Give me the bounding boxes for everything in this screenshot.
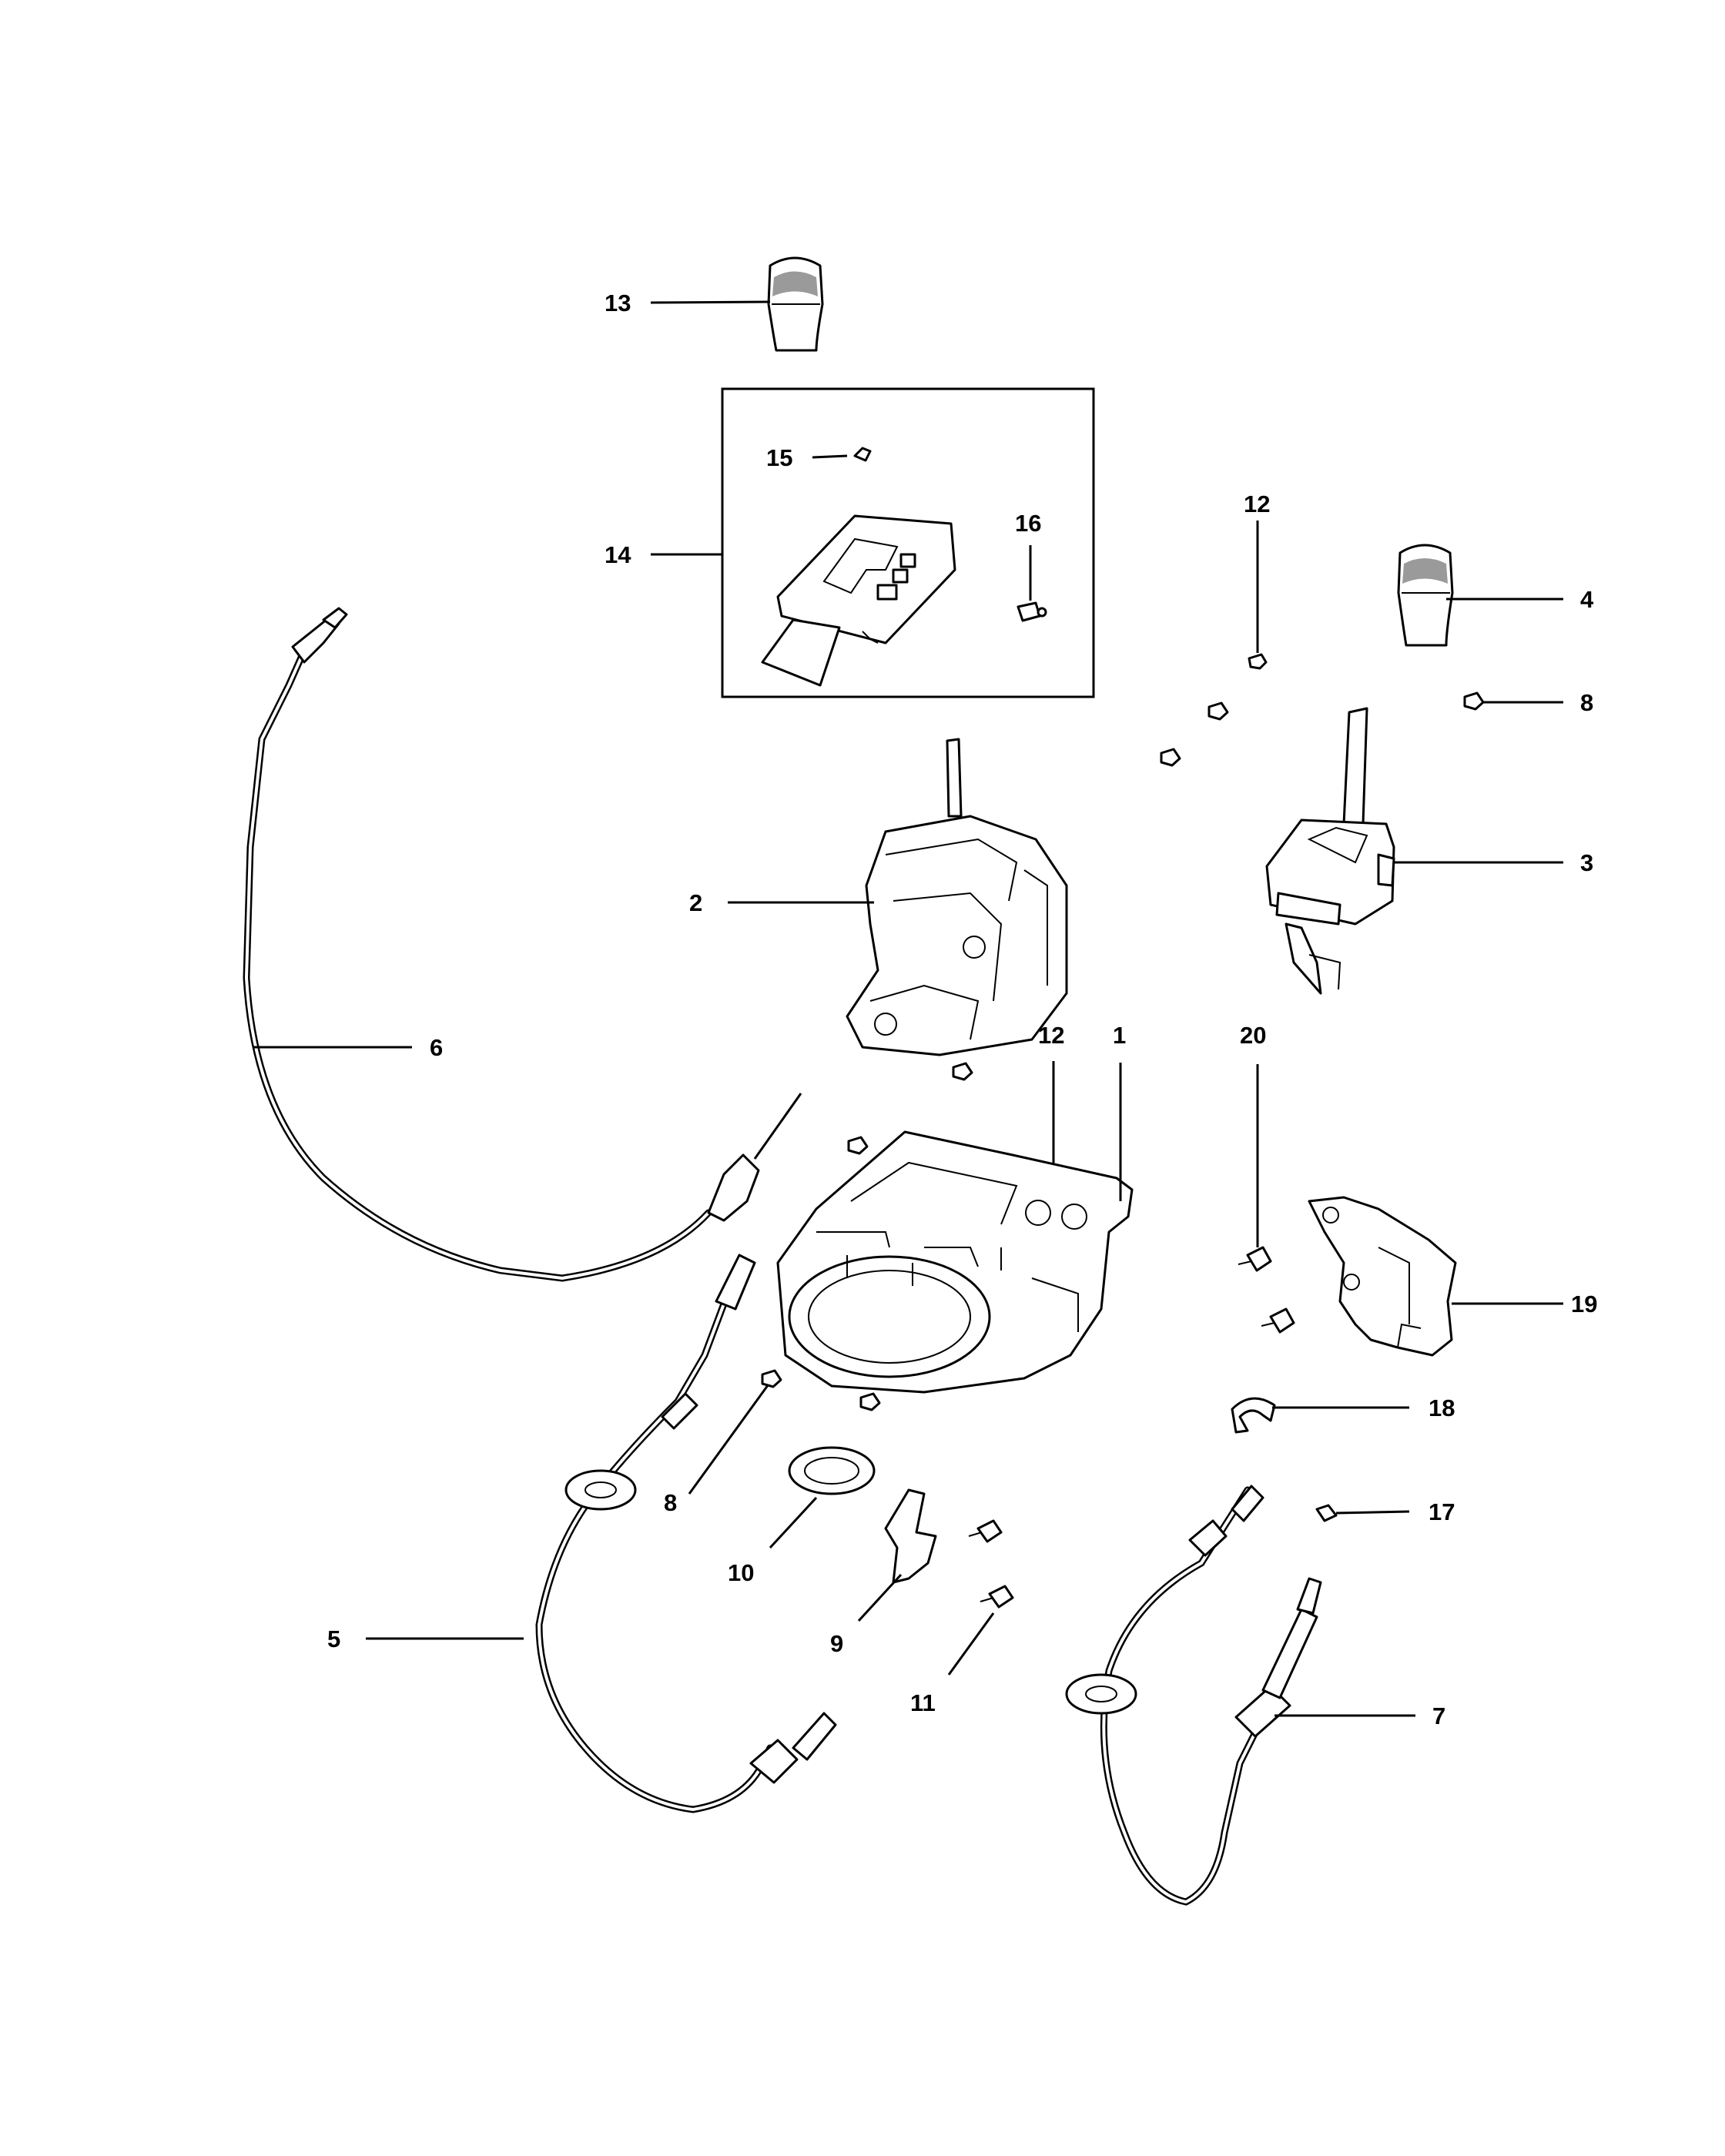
callout-6: 6 — [430, 1034, 443, 1061]
bracket-19-icon — [1308, 1196, 1457, 1357]
callout-8-right: 8 — [1580, 689, 1593, 716]
callout-14: 14 — [605, 541, 631, 568]
callout-17: 17 — [1429, 1498, 1455, 1525]
shift-cable-5-icon — [535, 1254, 837, 1813]
callout-15: 15 — [766, 444, 792, 471]
base-plate-1-icon — [776, 1130, 1134, 1394]
callout-10: 10 — [728, 1559, 754, 1586]
nut-icon — [847, 701, 1229, 1411]
shift-cable-6-icon — [243, 607, 802, 1282]
leader-15 — [812, 454, 848, 459]
callout-20: 20 — [1240, 1022, 1266, 1049]
callout-19: 19 — [1571, 1291, 1597, 1317]
callout-16: 16 — [1015, 510, 1041, 537]
clip-15-icon — [853, 447, 872, 462]
shift-knob-13-icon — [767, 256, 824, 352]
shift-knob-4-icon — [1397, 544, 1454, 647]
clip-17-icon — [1315, 1504, 1338, 1522]
callout-4: 4 — [1580, 586, 1594, 613]
bracket-9-icon — [884, 1488, 937, 1584]
callout-18: 18 — [1429, 1394, 1455, 1421]
clip-18-icon — [1231, 1397, 1276, 1434]
callout-2: 2 — [689, 889, 702, 916]
leader-11 — [947, 1612, 995, 1676]
part-14-box — [721, 387, 1095, 698]
callout-13: 13 — [605, 290, 631, 316]
callout-12-center: 12 — [1038, 1022, 1064, 1049]
nut-12-top-icon — [1248, 653, 1268, 670]
leader-17 — [1335, 1510, 1410, 1515]
grommet-10-icon — [788, 1446, 876, 1495]
callout-1: 1 — [1113, 1022, 1126, 1049]
callout-3: 3 — [1580, 849, 1593, 876]
leader-10 — [769, 1496, 818, 1549]
callout-8-lower: 8 — [664, 1489, 677, 1516]
callout-12-top: 12 — [1244, 490, 1270, 517]
callout-7: 7 — [1432, 1702, 1445, 1729]
shifter-3-icon — [1265, 707, 1395, 995]
bulb-16-icon — [1017, 601, 1047, 622]
nut-8-right-icon — [1463, 691, 1485, 711]
shifter-2-icon — [846, 738, 1068, 1056]
callout-5: 5 — [327, 1625, 340, 1652]
nut-8-lower-icon — [761, 1369, 782, 1388]
leader-9 — [857, 1573, 903, 1622]
callout-11: 11 — [910, 1689, 936, 1716]
shift-cable-7-icon — [1065, 1485, 1322, 1906]
bolt-20-icon — [1238, 1246, 1295, 1334]
bolt-icon — [968, 1519, 1014, 1609]
leader-8-lower — [688, 1381, 772, 1495]
leader-13 — [650, 300, 771, 304]
callout-9: 9 — [830, 1630, 843, 1657]
shift-bezel-14-icon — [761, 514, 956, 687]
